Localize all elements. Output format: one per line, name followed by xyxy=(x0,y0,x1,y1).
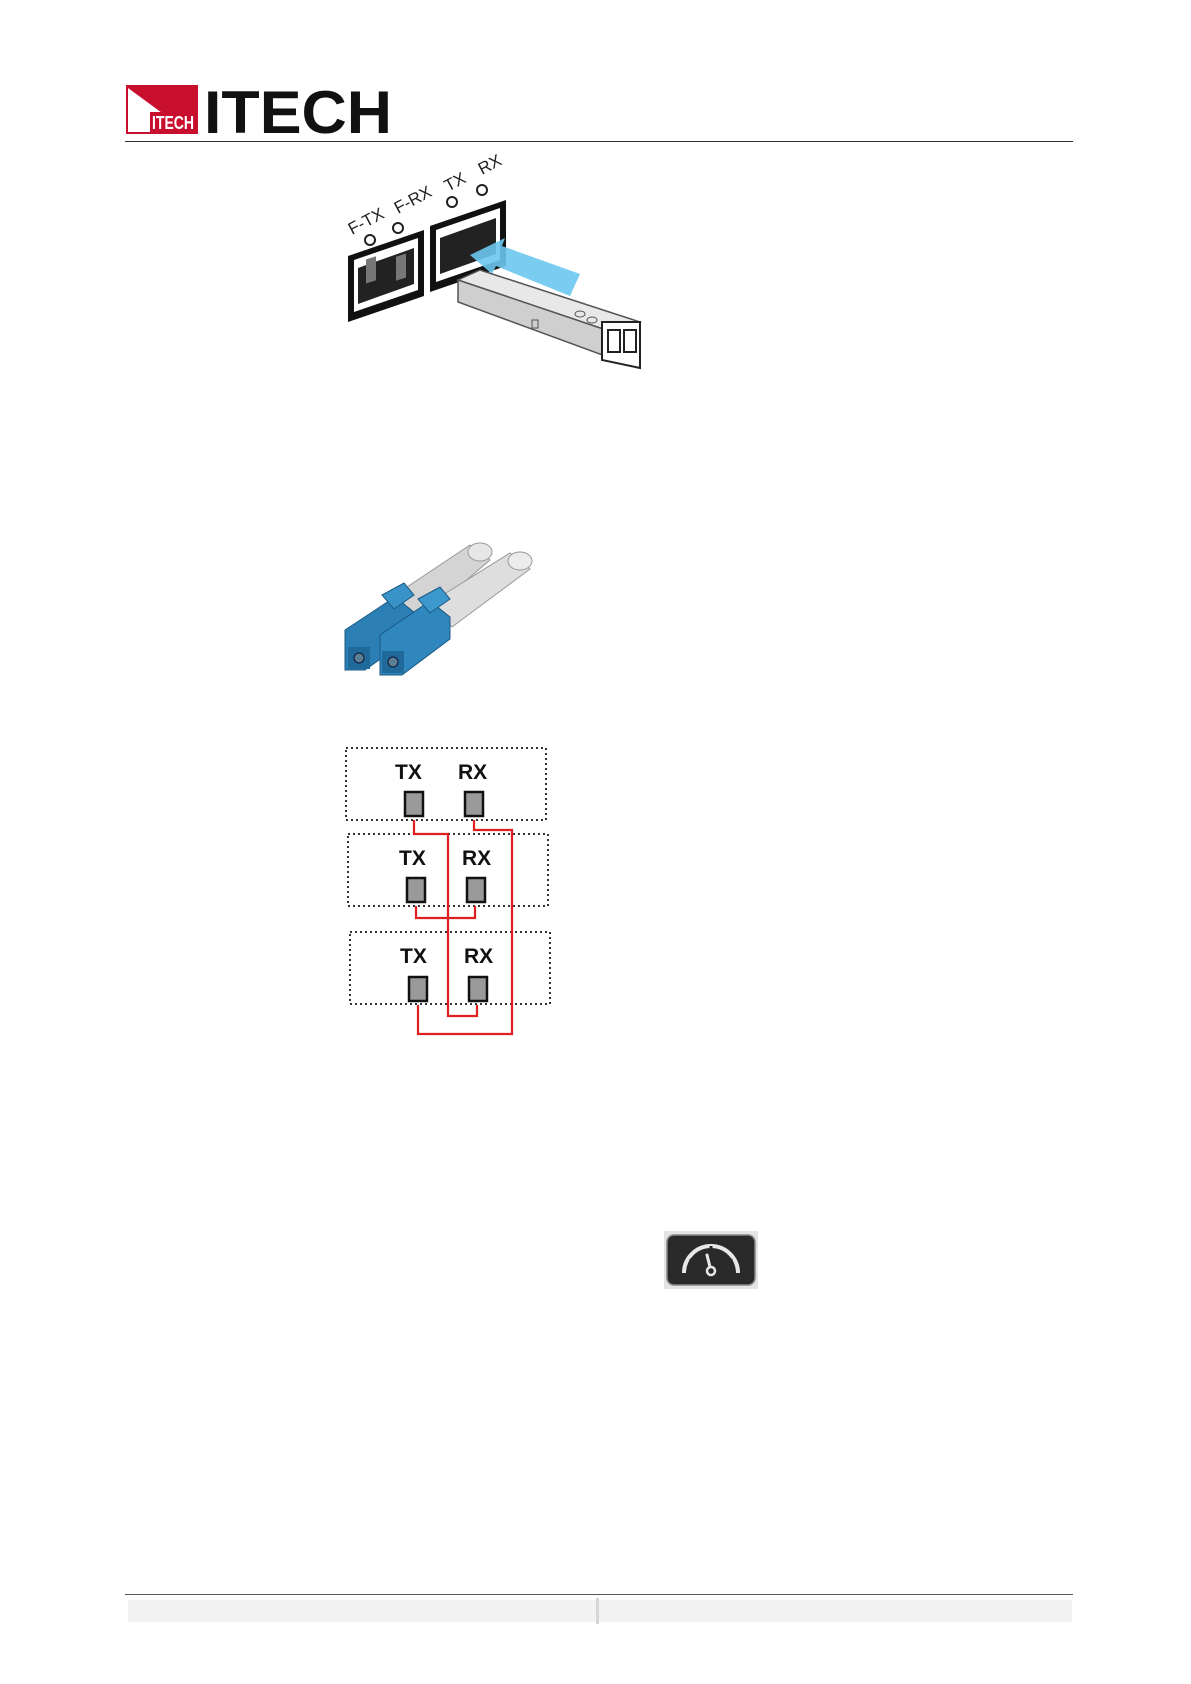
led-label-ftx: F-TX xyxy=(345,204,387,239)
led-label-tx: TX xyxy=(441,169,469,196)
led-label-rx: RX xyxy=(475,151,505,179)
footer-band xyxy=(128,1600,1072,1622)
speedometer-icon[interactable] xyxy=(664,1231,758,1289)
unit-3-rx-label: RX xyxy=(464,945,493,968)
footer-rule xyxy=(125,1594,1073,1595)
unit-2-rx-label: RX xyxy=(462,847,491,870)
led-tx xyxy=(447,197,457,207)
tx-rx-wiring-diagram: TX RX TX RX TX RX xyxy=(340,740,560,1040)
unit-box-1 xyxy=(346,748,546,820)
unit-box-3 xyxy=(350,932,550,1004)
led-ftx xyxy=(365,235,375,245)
unit-1-rx-label: RX xyxy=(458,761,487,784)
unit-1-tx-port xyxy=(405,792,423,816)
itech-logo: ITECH ITECH xyxy=(126,82,396,138)
led-label-frx: F-RX xyxy=(391,182,435,217)
sfp-port-left xyxy=(348,230,424,322)
unit-1-rx-port xyxy=(465,792,483,816)
led-frx xyxy=(393,223,403,233)
sfp-insertion-figure: F-TX F-RX TX RX xyxy=(340,150,700,400)
lc-connector-figure xyxy=(340,535,550,695)
unit-2-rx-port xyxy=(467,878,485,902)
unit-3-tx-port xyxy=(409,977,427,1001)
unit-2-tx-port xyxy=(407,878,425,902)
unit-2-tx-label: TX xyxy=(399,847,426,870)
header-rule xyxy=(125,141,1073,142)
unit-3-tx-label: TX xyxy=(400,945,427,968)
unit-1-tx-label: TX xyxy=(395,761,422,784)
logo-badge-text: ITECH xyxy=(152,113,194,133)
led-rx xyxy=(477,185,487,195)
logo-wordmark: ITECH xyxy=(204,82,392,138)
unit-3-rx-port xyxy=(469,977,487,1001)
footer-divider xyxy=(596,1598,599,1624)
